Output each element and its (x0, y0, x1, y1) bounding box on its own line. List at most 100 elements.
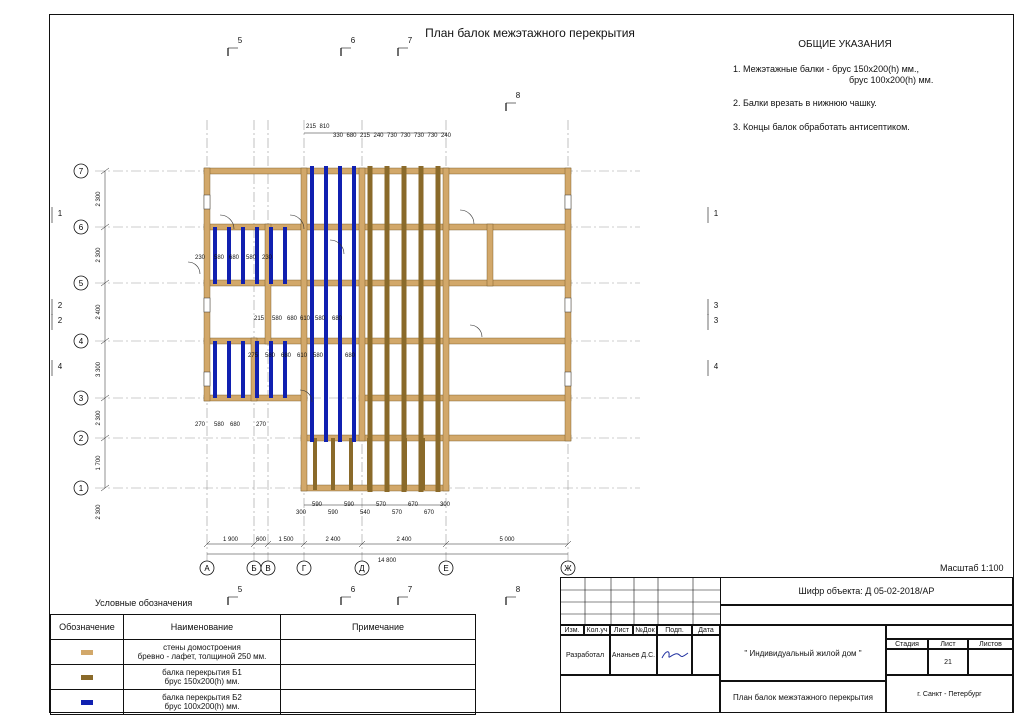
column-spacing-label: 1 900 (223, 537, 239, 543)
door-swing (219, 214, 235, 230)
room-dimension-label: 230 (195, 255, 206, 261)
axis-bubble-column: Е (438, 560, 454, 576)
section-marker-label: 7 (408, 585, 413, 594)
col-date: Дата (692, 625, 720, 635)
room-dimension-label: 610 (297, 353, 308, 359)
legend-name-line1: балка перекрытия Б2 (162, 693, 242, 702)
axis-bubble-row: 3 (73, 390, 89, 406)
beam-b2 (269, 341, 273, 398)
beam-b1 (367, 438, 371, 490)
wall-segment (300, 167, 308, 492)
column-spacing-label: 2 400 (396, 537, 412, 543)
room-dimension-label: 580 (214, 422, 225, 428)
section-marker: 5 (227, 36, 243, 56)
section-marker: 7 (397, 585, 413, 605)
beam-b2 (213, 227, 217, 284)
column-spacing-label: 1 500 (278, 537, 294, 543)
sheet-number: 21 (928, 649, 968, 675)
beam-b2 (213, 341, 217, 398)
wall-segment (442, 223, 572, 231)
beam-b2-swatch (81, 699, 93, 705)
axis-bubble-column: Б (246, 560, 262, 576)
column-spacing-label: 2 400 (325, 537, 341, 543)
beam-b2 (310, 166, 314, 442)
top-dimension-label: 240 (374, 133, 385, 139)
room-dimension-label: 680 (287, 316, 298, 322)
col-sheet: Лист (610, 625, 633, 635)
dim-tick (203, 540, 211, 548)
section-marker: 8 (505, 91, 521, 111)
window (203, 194, 211, 210)
note-3: 3. Концы балок обработать антисептиком. (733, 122, 910, 132)
axis-bubble-label: Ж (564, 564, 572, 573)
revision-grid-lines (561, 578, 720, 624)
bottom-dimension-label: 590 (312, 502, 323, 508)
top-dimension-label: 330 (333, 133, 344, 139)
wall-segment (486, 223, 494, 287)
section-marker-label: 3 (714, 301, 719, 310)
legend-header-symbol: Обозначение (50, 614, 124, 640)
axis-bubble-label: 6 (79, 223, 84, 232)
door-swing (469, 324, 483, 338)
window (564, 297, 572, 313)
section-marker-label: 4 (714, 362, 719, 371)
bottom-dimension-label: 300 (296, 510, 307, 516)
sheet-label: Лист (928, 639, 968, 649)
row-spacing-label: 2 300 (96, 410, 102, 426)
top-dimension-label: 215 (360, 133, 371, 139)
axis-bubble-circle (199, 560, 215, 576)
axis-bubble-row: 4 (73, 333, 89, 349)
dim-tick (100, 337, 110, 345)
section-marker: 3 (707, 314, 719, 330)
signature (657, 635, 692, 675)
revision-grid (560, 577, 720, 625)
dimension-lines (100, 132, 572, 555)
axis-bubble-circle (73, 480, 89, 496)
wall-segment (358, 394, 572, 402)
room-dimension-label: 580 (272, 316, 283, 322)
beam-b1 (313, 438, 317, 490)
wall-swatch (81, 649, 93, 655)
legend-header-note: Примечание (280, 614, 476, 640)
dim-tick (100, 279, 110, 287)
legend-table: Обозначение Наименование Примечание стен… (50, 614, 476, 715)
axis-bubble-column: А (199, 560, 215, 576)
door-swing (299, 389, 313, 403)
beam-b1 (401, 166, 407, 492)
room-dimension-label: 580 (246, 255, 257, 261)
project-name: " Индивидуальный жилой дом " (720, 625, 886, 681)
dim-tick (250, 540, 258, 548)
section-marker: 3 (707, 299, 719, 315)
room-dimension-label: 680 (332, 316, 343, 322)
axis-bubble-label: 3 (79, 394, 84, 403)
legend-note (280, 664, 476, 690)
axis-bubble-label: А (204, 564, 210, 573)
note-2: 2. Балки врезать в нижнюю чашку. (733, 98, 877, 108)
city: г. Санкт - Петербург (886, 675, 1013, 713)
section-marker-label: 1 (58, 209, 63, 218)
object-code: Шифр объекта: Д 05-02-2018/АР (720, 577, 1013, 605)
top-dimension-label: 730 (414, 133, 425, 139)
row-spacing-label: 3 300 (96, 361, 102, 377)
col-sign: Подп. (657, 625, 692, 635)
beam-b2 (338, 166, 342, 442)
dim-tick (300, 540, 308, 548)
axis-bubble-circle (296, 560, 312, 576)
section-marker-label: 5 (238, 36, 243, 45)
beam-b1-swatch (81, 674, 93, 680)
wall-segment (203, 167, 211, 402)
section-marker-label: 4 (58, 362, 63, 371)
dim-tick (100, 394, 110, 402)
column-spacing-label: 600 (256, 537, 267, 543)
room-dimension-label: 680 (345, 353, 356, 359)
developer-name: Ананьев Д.С. (610, 635, 657, 675)
beam-b1 (384, 166, 390, 492)
stage-value (886, 649, 928, 675)
section-marker-label: 6 (351, 585, 356, 594)
legend-title: Условные обозначения (95, 598, 193, 608)
